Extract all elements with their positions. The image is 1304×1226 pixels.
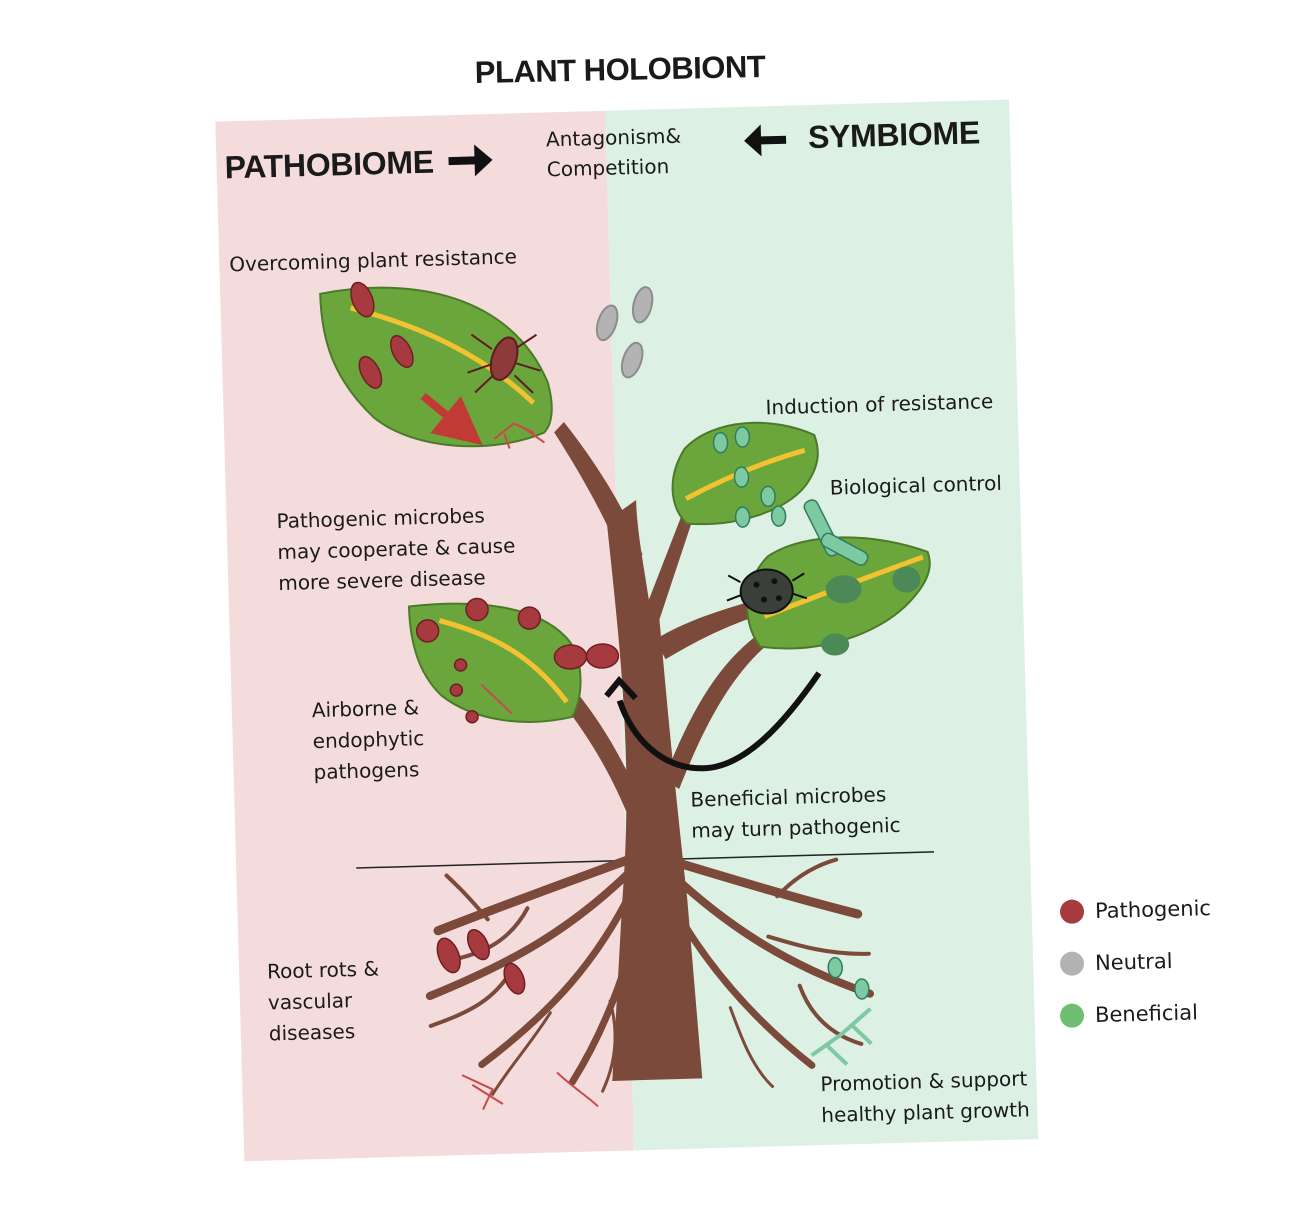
neutral-microbes [595,286,654,379]
root-line2: vascular [267,988,353,1015]
pathogenic-hyphae [461,422,599,1110]
legend-item-neutral: Neutral [1059,934,1211,990]
airborne-label: Airborne & endophytic pathogens [311,692,425,788]
promotion-line2: healthy plant growth [821,1097,1031,1128]
leaf-top-left [319,286,553,448]
promotion-label: Promotion & support healthy plant growth [820,1063,1030,1131]
beneficial-microbes [712,426,870,1000]
legend-item-beneficial: Beneficial [1059,986,1211,1042]
antagonism-label: Antagonism& Competition [546,121,683,185]
airborne-line3: pathogens [313,757,420,785]
roots [425,854,874,1096]
beneficial-colonies [821,566,921,656]
cooperate-line3: more severe disease [277,565,486,596]
antagonism-line2: Competition [546,154,670,182]
symbiome-header: SYMBIOME [807,114,981,156]
beneficial-dot-icon [1059,1003,1085,1028]
legend-label-neutral: Neutral [1094,949,1173,976]
arrow-right-icon [448,144,493,177]
ladybird-beetle [726,568,808,615]
cooperate-label: Pathogenic microbes may cooperate & caus… [276,499,517,599]
legend-label-beneficial: Beneficial [1094,1000,1199,1028]
beneficial-turn-label: Beneficial microbes may turn pathogenic [690,779,901,847]
legend-label-pathogenic: Pathogenic [1094,896,1212,924]
beneficial-line2: may turn pathogenic [691,812,901,843]
airborne-line2: endophytic [312,726,425,754]
induction-label: Induction of resistance [765,389,994,420]
airborne-line1: Airborne & [311,695,420,723]
root-line3: diseases [268,1019,356,1046]
legend: Pathogenic Neutral Beneficial [1059,882,1211,1042]
root-line1: Root rots & [266,956,380,984]
root-rots-label: Root rots & vascular diseases [267,953,381,1049]
pathogenic-microbes [350,281,620,995]
beneficial-hyphae [810,1007,873,1066]
biocontrol-label: Biological control [829,470,1003,500]
antagonism-line1: Antagonism& [545,123,682,152]
trunk [554,422,778,1081]
arrow-head [604,676,638,701]
insect-pest [467,333,541,394]
pathogenic-dot-icon [1059,899,1085,924]
pathobiome-header: PATHOBIOME [224,143,435,186]
turn-pathogenic-arrow [616,671,822,772]
legend-item-pathogenic: Pathogenic [1059,882,1211,938]
neutral-dot-icon [1059,951,1085,976]
resistance-arrow [420,392,483,446]
arrow-left-icon [744,124,787,157]
